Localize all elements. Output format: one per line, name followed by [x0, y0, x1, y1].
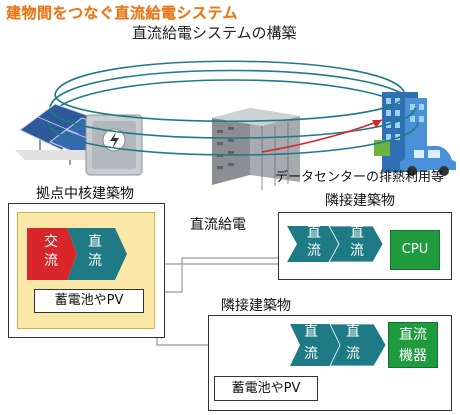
dc-device-line1: 直流 [399, 327, 427, 343]
datacenter-label: データセンターの排熱利用等 [275, 170, 445, 185]
neighbor2-converter-chain [290, 323, 387, 367]
ring-front [47, 94, 419, 156]
n1-conv1-b: 流 [307, 243, 321, 259]
dc-feed-label: 直流給電 [190, 217, 246, 233]
page-title: 建物間をつなぐ直流給電システム [6, 4, 239, 22]
cpu-device: CPU [390, 230, 440, 270]
n1-conv1-a: 直 [307, 225, 321, 241]
neighbor1-label: 隣接建築物 [325, 193, 395, 209]
ac-chevron [27, 228, 77, 280]
server-rack-icon [212, 108, 300, 190]
hub-converter-chain [27, 228, 127, 280]
n2-conv2-b: 流 [346, 346, 360, 362]
n2-conv1-a: 直 [304, 324, 318, 340]
n1-conv2-b: 流 [350, 243, 364, 259]
heat-arrow [261, 119, 383, 153]
n2-conv2-a: 直 [346, 324, 360, 340]
neighbor2-storage-box: 蓄電池やPV [214, 376, 318, 401]
electric-car-icon [400, 146, 456, 176]
neighbor2-label: 隣接建築物 [221, 298, 291, 314]
ac-label-2: 流 [44, 253, 58, 269]
power-conditioner-icon [85, 114, 143, 176]
n1-conv2-a: 直 [350, 225, 364, 241]
diagram-subtitle: 直流給電システムの構築 [132, 24, 297, 42]
dc-device: 直流 機器 [388, 322, 438, 368]
hub-building-label: 拠点中核建築物 [36, 186, 134, 202]
hub-storage-box: 蓄電池やPV [34, 289, 144, 313]
dc-label-1: 直 [88, 234, 102, 250]
neighbor1-converter-chain [287, 225, 384, 263]
dc-label-2: 流 [88, 253, 102, 269]
dc-chevron [67, 228, 127, 280]
ac-label-1: 交 [44, 234, 58, 250]
dc-device-line2: 機器 [399, 348, 427, 364]
n2-conv1-b: 流 [304, 346, 318, 362]
